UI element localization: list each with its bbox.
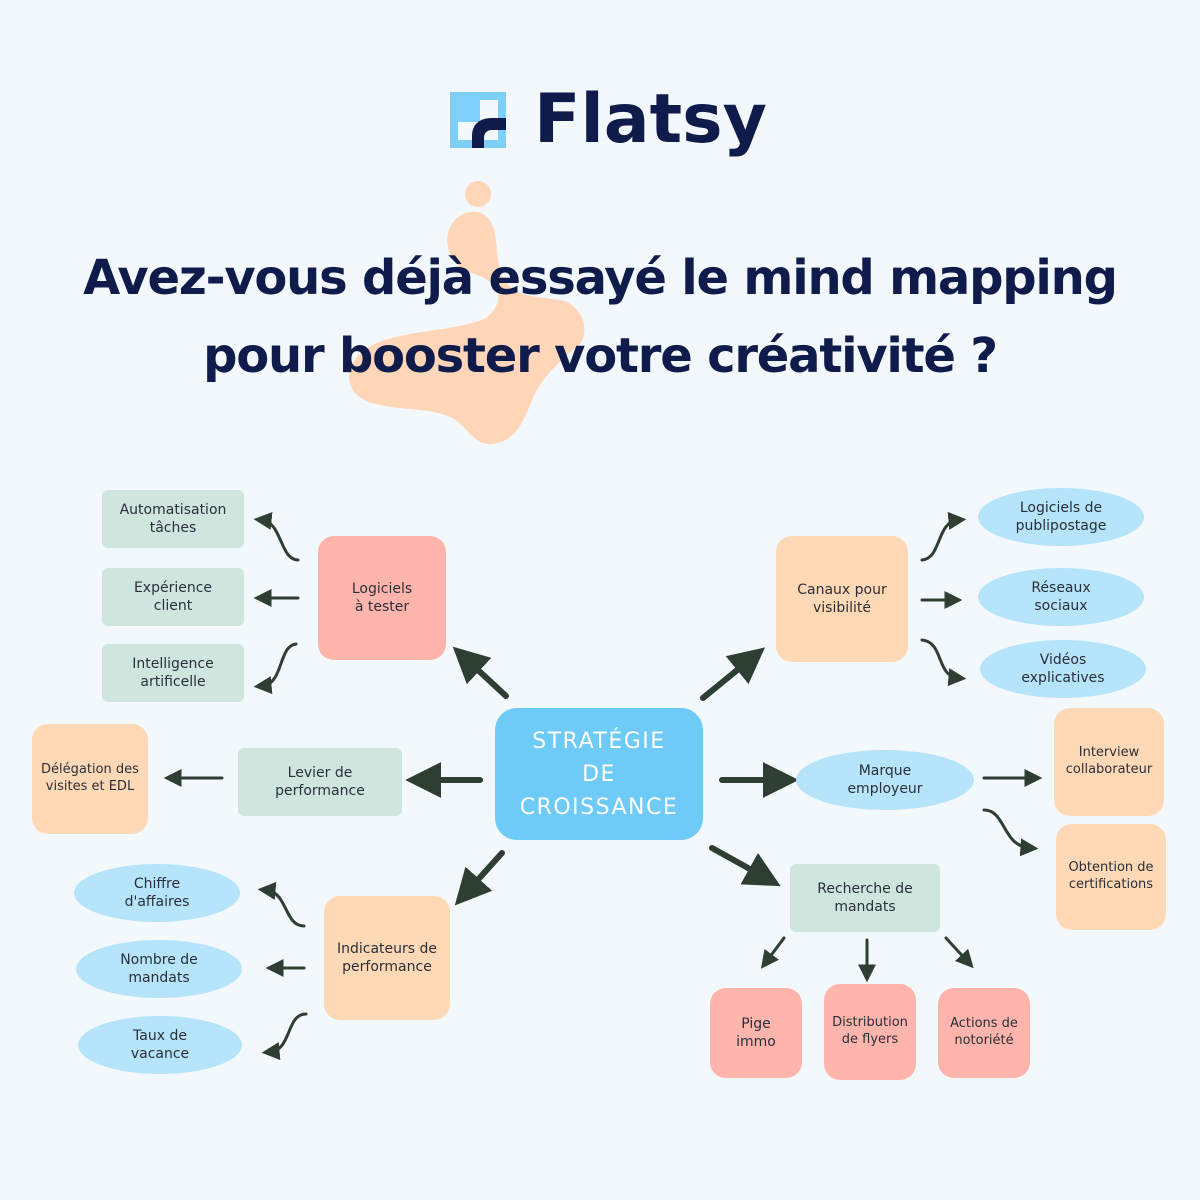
node-logiciels-publipostage: Logiciels de publipostage xyxy=(978,488,1144,546)
node-recherche-label: Recherche de mandats xyxy=(817,880,913,915)
headline-line-1: Avez-vous déjà essayé le mind mapping xyxy=(83,250,1118,306)
node-automatisation-label: Automatisation tâches xyxy=(119,501,227,536)
node-publipostage-label: Logiciels de publipostage xyxy=(1015,499,1107,534)
node-reseaux-label: Réseaux sociaux xyxy=(1031,579,1091,614)
node-interview-label: Interview collaborateur xyxy=(1065,745,1153,777)
node-nombre-de-mandats: Nombre de mandats xyxy=(76,940,242,998)
node-pige-label: Pige immo xyxy=(736,1015,776,1050)
node-taux-label: Taux de vacance xyxy=(130,1027,190,1062)
brand-name: Flatsy xyxy=(534,79,767,159)
node-nombre-label: Nombre de mandats xyxy=(120,951,198,986)
node-pige-immo: Pige immo xyxy=(710,988,802,1078)
node-automatisation-taches: Automatisation tâches xyxy=(102,490,244,548)
node-actions-label: Actions de notoriété xyxy=(950,1016,1018,1048)
node-marque-employeur: Marque employeur xyxy=(796,750,974,810)
node-interview-collaborateur: Interview collaborateur xyxy=(1054,708,1164,816)
node-distribution-flyers: Distribution de flyers xyxy=(824,984,916,1080)
node-intelligence-label: Intelligence artificelle xyxy=(132,655,214,690)
flatsy-logo: Flatsy xyxy=(450,82,767,157)
node-obtention-label: Obtention de certifications xyxy=(1068,860,1154,892)
node-reseaux-sociaux: Réseaux sociaux xyxy=(978,568,1144,626)
node-logiciels-a-tester: Logiciels à tester xyxy=(318,536,446,660)
node-chiffre-affaires: Chiffre d'affaires xyxy=(74,864,240,922)
node-recherche-de-mandats: Recherche de mandats xyxy=(790,864,940,932)
node-videos-label: Vidéos explicatives xyxy=(1021,651,1105,686)
node-delegation-label: Délégation des visites et EDL xyxy=(41,762,139,794)
node-levier-de-performance: Levier de performance xyxy=(238,748,402,816)
node-chiffre-label: Chiffre d'affaires xyxy=(124,875,190,910)
flatsy-logo-icon xyxy=(450,91,506,148)
node-experience-label: Expérience client xyxy=(133,579,213,614)
node-indicateurs-label: Indicateurs de performance xyxy=(336,940,438,975)
node-taux-de-vacance: Taux de vacance xyxy=(78,1016,242,1074)
center-node-strategie: STRATÉGIE DE CROISSANCE xyxy=(495,708,703,840)
node-canaux-label: Canaux pour visibilité xyxy=(797,581,887,616)
blob-dot xyxy=(465,181,491,207)
node-logiciels-label: Logiciels à tester xyxy=(351,580,413,615)
node-distribution-label: Distribution de flyers xyxy=(832,1015,908,1047)
center-node-label: STRATÉGIE DE CROISSANCE xyxy=(519,728,679,820)
node-marque-label: Marque employeur xyxy=(847,762,923,797)
node-indicateurs-de-performance: Indicateurs de performance xyxy=(324,896,450,1020)
blob-shape xyxy=(349,211,585,445)
headline-line-2: pour booster votre créativité ? xyxy=(203,328,998,384)
node-actions-notoriete: Actions de notoriété xyxy=(938,988,1030,1078)
node-canaux-pour-visibilite: Canaux pour visibilité xyxy=(776,536,908,662)
node-levier-label: Levier de performance xyxy=(275,764,365,799)
node-intelligence-artificielle: Intelligence artificelle xyxy=(102,644,244,702)
node-delegation-visites: Délégation des visites et EDL xyxy=(32,724,148,834)
node-experience-client: Expérience client xyxy=(102,568,244,626)
node-obtention-certifications: Obtention de certifications xyxy=(1056,824,1166,930)
node-videos-explicatives: Vidéos explicatives xyxy=(980,640,1146,698)
